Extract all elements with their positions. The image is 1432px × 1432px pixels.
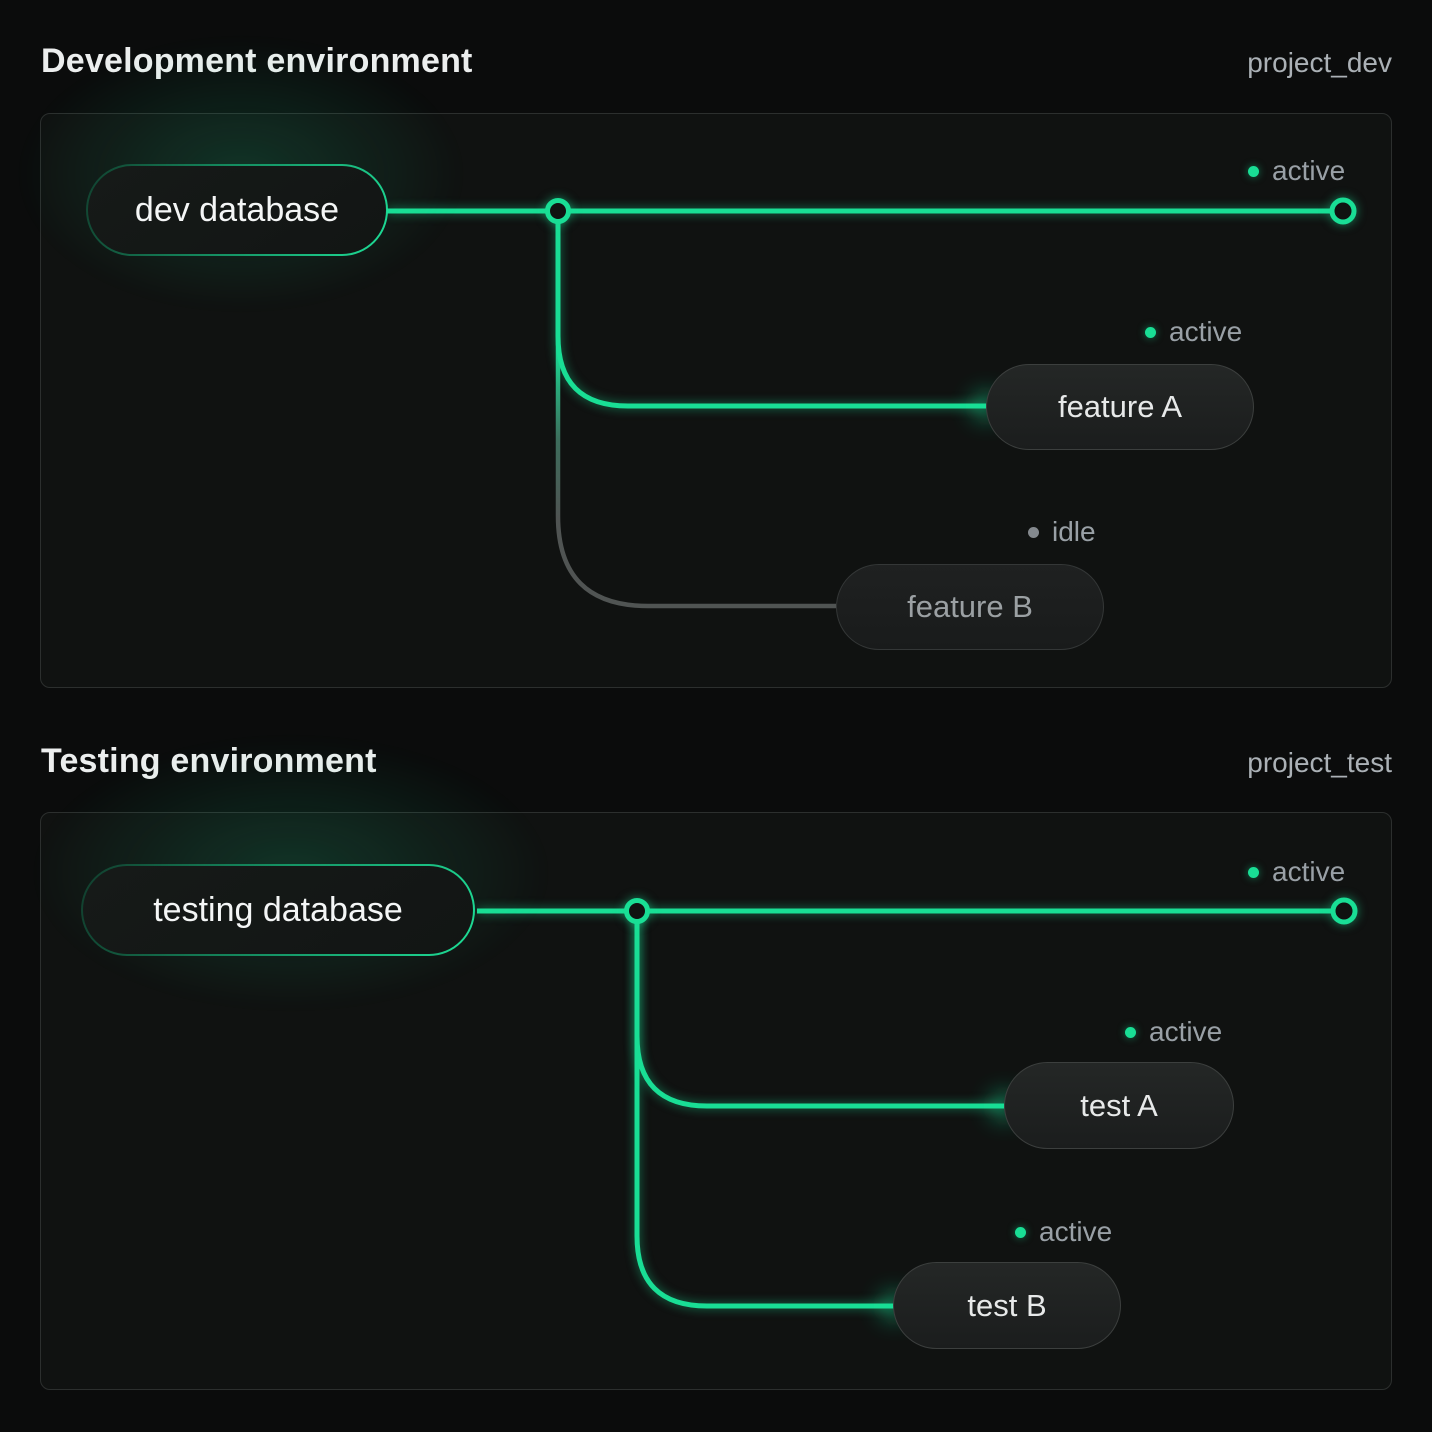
status-badge-main: active xyxy=(1248,155,1345,187)
main-branch-endpoint-node[interactable] xyxy=(1329,197,1357,225)
status-dot-icon xyxy=(1015,1226,1026,1238)
branch-node-label: test B xyxy=(967,1287,1047,1323)
section-title: Development environment xyxy=(41,42,473,80)
status-dot-icon xyxy=(1145,326,1156,338)
status-label: active xyxy=(1169,316,1243,347)
branch-line-feature-a xyxy=(555,211,986,409)
status-badge-main: active xyxy=(1248,856,1345,888)
branch-line-test-b xyxy=(634,911,894,1309)
branch-node-feature-a[interactable]: feature A xyxy=(986,364,1254,450)
branch-node-dev-database[interactable]: dev database xyxy=(86,164,388,256)
testing-environment-panel: testing database active active test A ac… xyxy=(0,683,1392,1390)
project-id-label: project_dev xyxy=(1247,47,1392,78)
fork-node[interactable] xyxy=(545,198,571,224)
status-dot-icon xyxy=(1125,1026,1136,1038)
status-badge-test-b: active xyxy=(1015,1216,1112,1248)
main-branch-endpoint-node[interactable] xyxy=(1330,897,1358,925)
status-badge-test-a: active xyxy=(1125,1016,1222,1048)
status-label: idle xyxy=(1052,516,1096,547)
branch-line-feature-b xyxy=(555,211,836,609)
branch-node-test-a[interactable]: test A xyxy=(1004,1062,1234,1149)
branch-node-label: testing database xyxy=(153,890,403,929)
status-label: active xyxy=(1272,155,1346,186)
status-label: active xyxy=(1039,1216,1113,1247)
branch-node-testing-database[interactable]: testing database xyxy=(81,864,475,956)
branch-line-test-a xyxy=(634,911,1004,1109)
dev-environment-panel: dev database active active feature A idl… xyxy=(0,0,1392,688)
status-label: active xyxy=(1149,1016,1223,1047)
branch-node-label: dev database xyxy=(134,190,340,229)
status-label: active xyxy=(1272,856,1346,887)
status-badge-feature-b: idle xyxy=(1028,516,1096,548)
status-dot-icon xyxy=(1248,165,1259,177)
dev-section-header: Development environment project_dev xyxy=(41,42,1392,81)
branch-node-test-b[interactable]: test B xyxy=(893,1262,1121,1349)
branch-node-label: test A xyxy=(1080,1087,1158,1123)
section-title: Testing environment xyxy=(41,742,377,780)
status-dot-icon xyxy=(1248,866,1259,878)
branch-node-label: feature A xyxy=(1057,389,1183,424)
status-badge-feature-a: active xyxy=(1145,316,1242,348)
project-id-label: project_test xyxy=(1247,747,1392,778)
fork-node[interactable] xyxy=(624,898,650,924)
status-dot-icon xyxy=(1028,526,1039,538)
branch-node-label: feature B xyxy=(907,589,1033,624)
test-section-header: Testing environment project_test xyxy=(41,742,1392,781)
branch-node-feature-b[interactable]: feature B xyxy=(836,564,1104,650)
